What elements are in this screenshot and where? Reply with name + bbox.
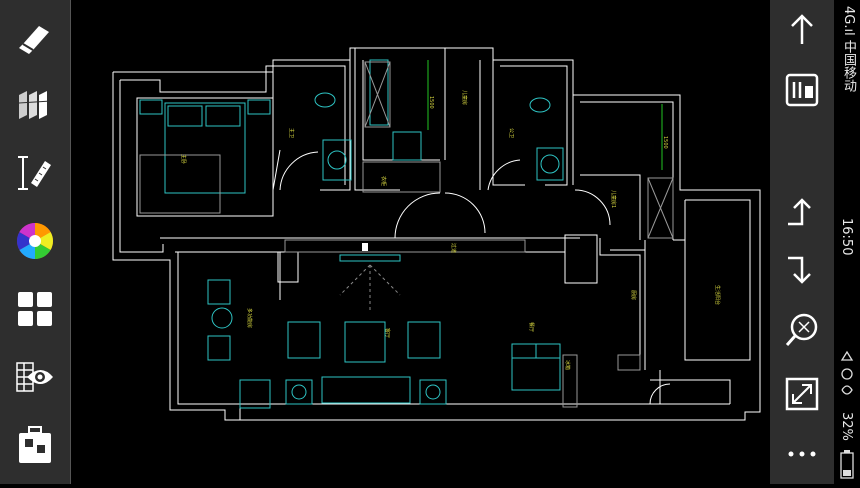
more-button[interactable] (770, 426, 834, 482)
layers-icon (18, 91, 52, 119)
redo-icon (788, 256, 811, 284)
status-icons (840, 350, 854, 395)
arrow-up-icon (791, 14, 813, 44)
room-master-bath: 主卫 (288, 128, 295, 138)
walls (112, 47, 761, 421)
room-living: 客厅 (384, 328, 391, 338)
light-lines (339, 264, 401, 310)
tv-cabinet (339, 254, 401, 262)
toolbox-tool[interactable] (0, 417, 70, 473)
expand-icon (785, 377, 819, 411)
room-wardrobe: 衣柜 (380, 176, 387, 186)
right-toolbar (770, 0, 834, 484)
status-bar: 4G.ıl 中国移动 16:50 32% (834, 0, 860, 484)
eraser-tool[interactable] (0, 10, 70, 66)
room-guest-bath: 公卫 (508, 128, 514, 138)
room-kitchen: 厨房 (630, 290, 637, 300)
measure-tool[interactable] (0, 145, 70, 201)
notification-icon (840, 350, 854, 361)
room-dining: 餐厅 (528, 322, 535, 332)
hatching (139, 61, 674, 408)
redo-button[interactable] (770, 242, 834, 298)
zoom-icon (785, 313, 818, 346)
tv-marker (362, 243, 368, 251)
undo-button[interactable] (770, 184, 834, 240)
zoom-window-button[interactable] (770, 302, 834, 358)
room-kids: 儿童房 (461, 90, 468, 105)
room-fridge: 冰箱 (564, 360, 571, 370)
blocks-tool[interactable] (0, 281, 70, 337)
drawing-canvas[interactable]: 1500 1500 主卧 主卫 儿童房 公卫 儿童房1 衣柜 过道 客厅 多功能… (71, 0, 770, 484)
view-tool[interactable] (0, 349, 70, 405)
clock-text: 16:50 (839, 218, 854, 256)
color-wheel-icon (16, 223, 54, 259)
room-corridor: 过道 (450, 243, 457, 253)
room-master-bedroom: 主卧 (180, 154, 187, 164)
color-tool[interactable] (0, 213, 70, 269)
dimensions (427, 60, 663, 170)
eye-grid-icon (16, 362, 53, 392)
room-balcony: 生活阳台 (714, 285, 721, 305)
undo-icon (788, 198, 811, 226)
fit-screen-button[interactable] (770, 366, 834, 422)
dim-label-2: 1500 (662, 136, 668, 149)
ruler-icon (18, 156, 51, 190)
room-study: 多功能房 (246, 308, 253, 328)
battery-icon (840, 450, 854, 479)
dim-label-1: 1500 (428, 96, 434, 109)
floor-plan: 1500 1500 主卧 主卫 儿童房 公卫 儿童房1 衣柜 过道 客厅 多功能… (112, 47, 761, 421)
more-icon (788, 451, 816, 457)
left-toolbar (0, 0, 71, 484)
alarm-icon (841, 368, 853, 380)
carrier-text: 4G.ıl 中国移动 (841, 6, 856, 92)
battery-text: 32% (839, 412, 854, 441)
layers-tool[interactable] (0, 77, 70, 133)
up-arrow-button[interactable] (770, 2, 834, 58)
eraser-icon (19, 26, 49, 54)
layout-icon (785, 73, 819, 107)
doors (272, 149, 671, 405)
toolbox-icon (19, 426, 51, 463)
blocks-icon (18, 292, 52, 326)
layout-button[interactable] (770, 62, 834, 118)
wifi-icon (841, 385, 853, 395)
room-bedroom-1: 儿童房1 (610, 190, 617, 208)
furniture (139, 59, 564, 409)
